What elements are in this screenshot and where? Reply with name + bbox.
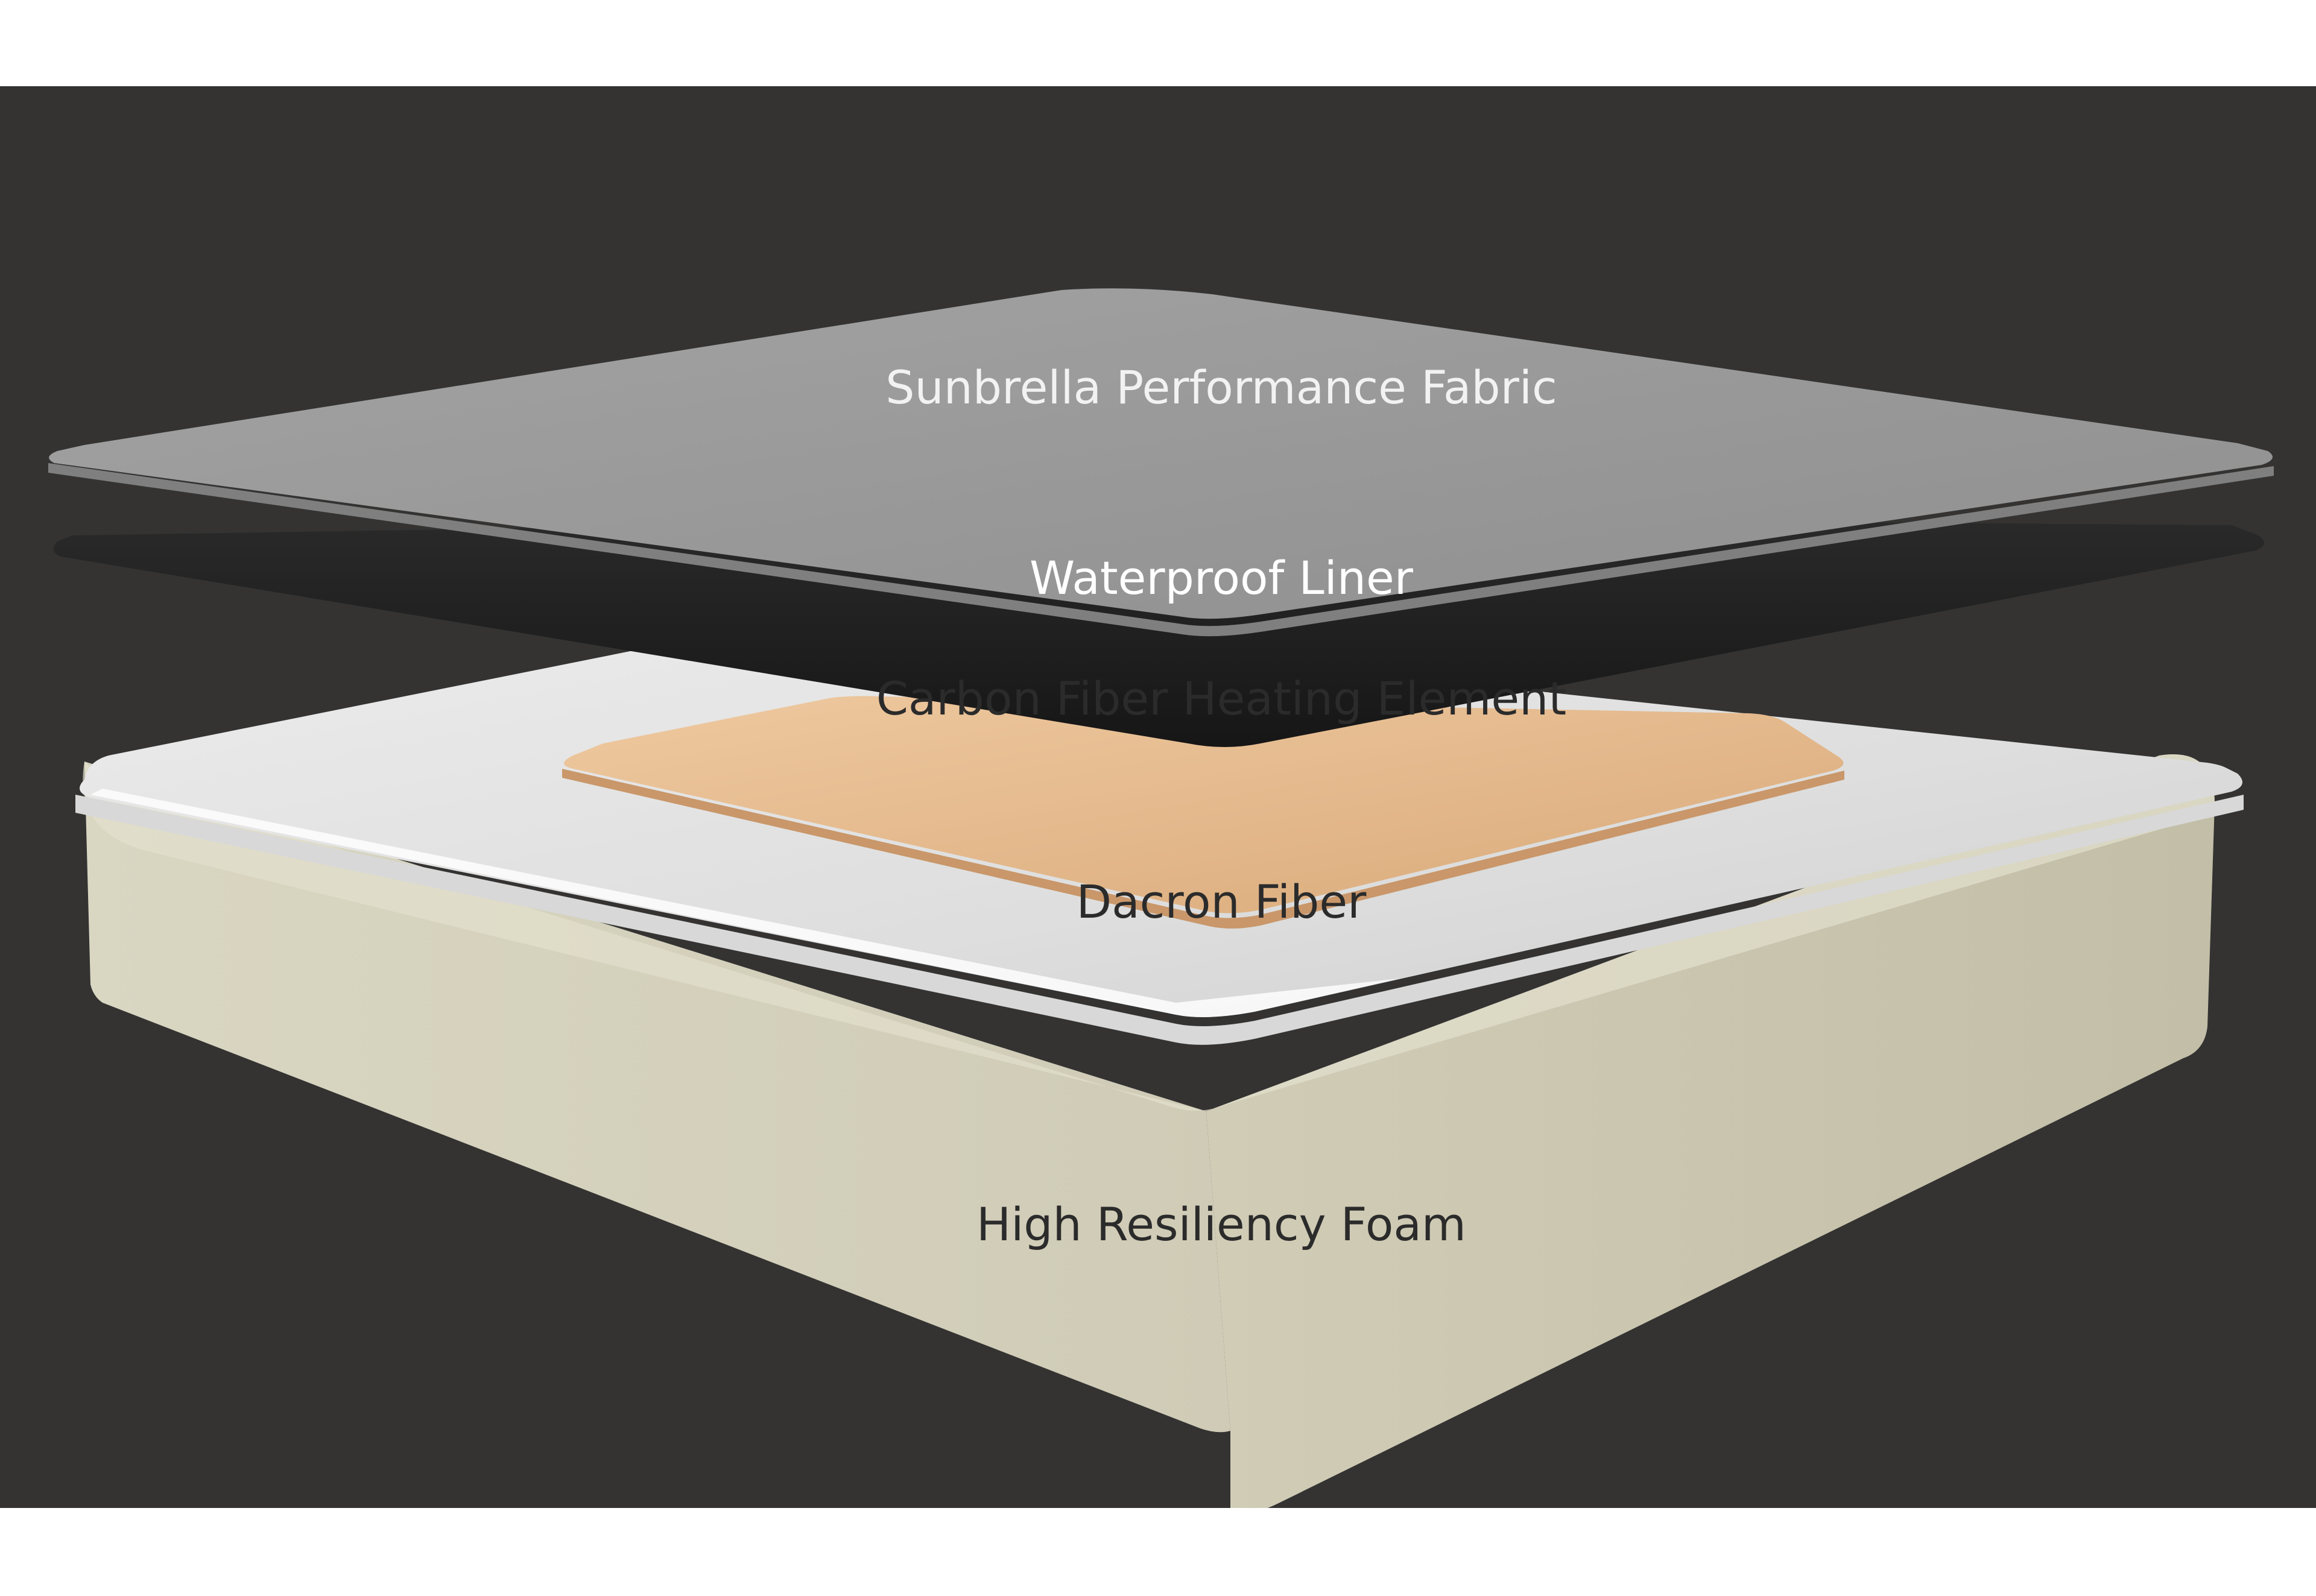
foam-layer — [83, 754, 2215, 1508]
fabric-layer — [48, 288, 2274, 637]
dacron-highlight — [90, 789, 1399, 1017]
label-liner: Waterproof Liner — [1030, 551, 1414, 605]
label-heating: Carbon Fiber Heating Element — [876, 672, 1566, 725]
foam-top-face — [83, 754, 2215, 1111]
label-fabric: Sunbrella Performance Fabric — [885, 361, 1557, 414]
foam-left-face — [84, 762, 1230, 1433]
label-dacron: Dacron Fiber — [1077, 875, 1367, 929]
heating-pad — [564, 696, 1844, 913]
fabric-sheet — [49, 288, 2273, 619]
layer-diagram-svg: Sunbrella Performance Fabric Waterproof … — [0, 86, 2316, 1508]
liner-layer — [53, 517, 2264, 747]
foam-right-face — [1206, 754, 2215, 1508]
liner-sheet — [53, 517, 2264, 747]
heating-layer — [562, 696, 1844, 929]
layer-diagram: Sunbrella Performance Fabric Waterproof … — [0, 86, 2316, 1508]
label-foam: High Resiliency Foam — [976, 1197, 1466, 1251]
